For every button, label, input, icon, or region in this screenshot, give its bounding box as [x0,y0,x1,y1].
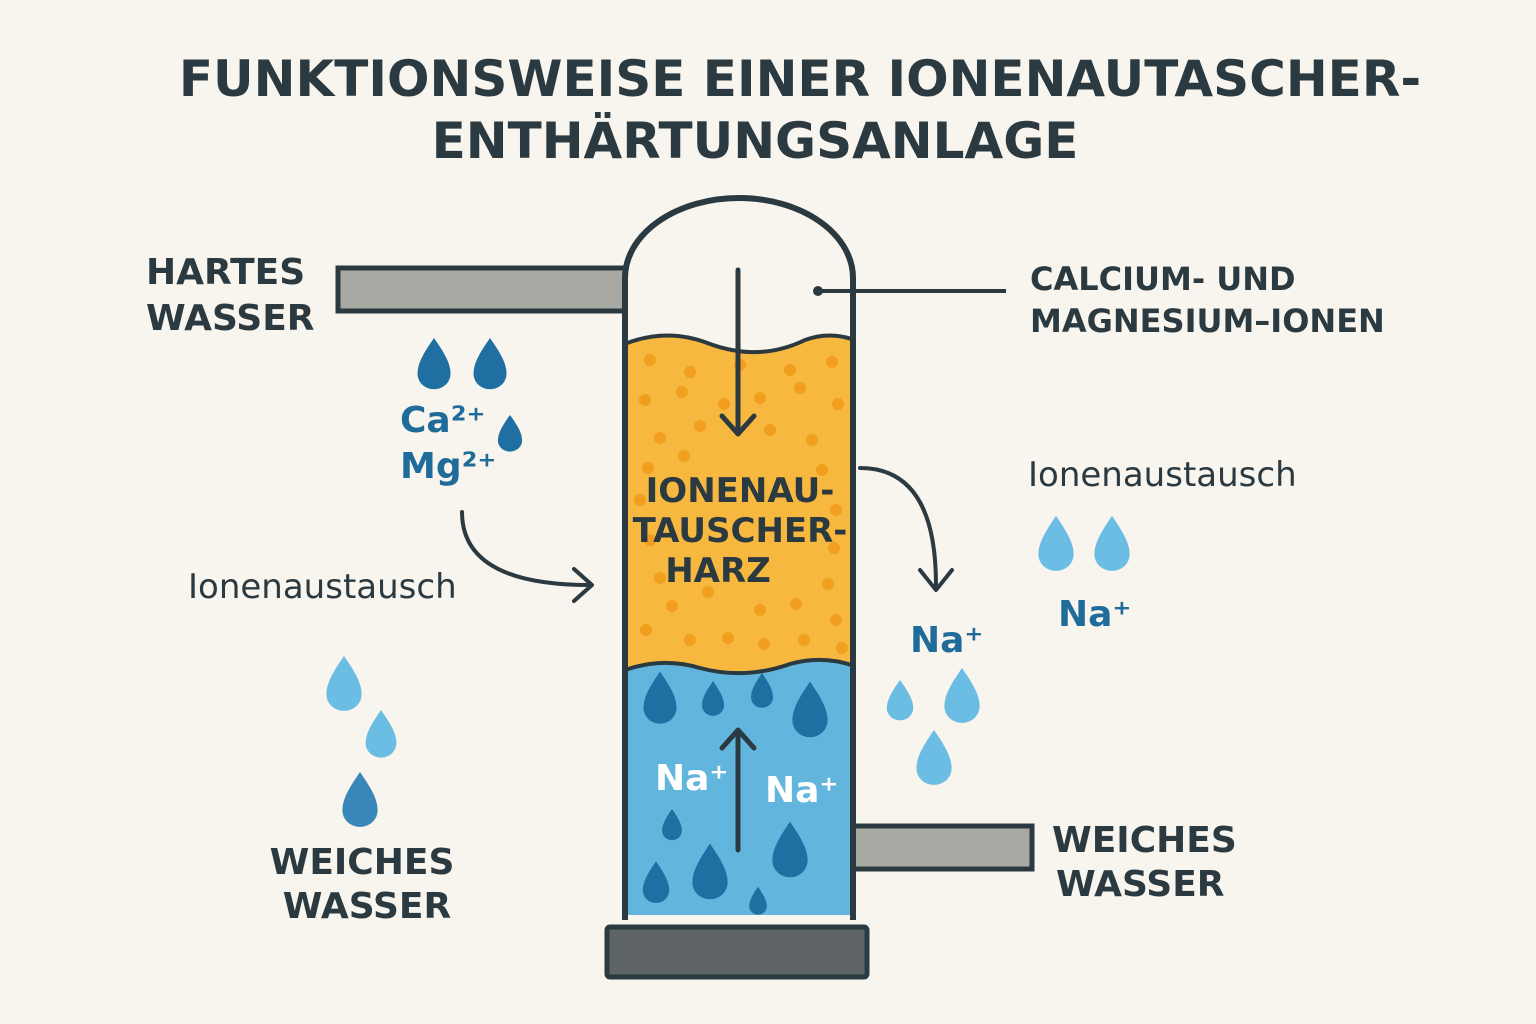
resin-bead [654,432,666,444]
resin-bead [828,542,840,554]
downflow-arrow-head [719,413,757,437]
right-exchange-label: Ionenaustausch [1028,455,1297,495]
resin-bead [784,364,796,376]
resin-beads [634,354,848,654]
title-line-2: ENTHÄRTUNGSANLAGE [432,112,1079,170]
resin-bead [666,600,678,612]
left-exchange-arrow [460,510,592,587]
calcium-magnesium-label-line-1: CALCIUM- UND [1030,260,1296,298]
left-exchange-arrow-head [572,567,594,603]
resin-bead [794,382,806,394]
tank-base [604,924,870,980]
resin-label-line-2: TAUSCHER- [633,511,848,551]
resin-bead [754,392,766,404]
soft-water-left-label-line-1: WEICHES [270,842,455,883]
magnesium-ion: Mg²⁺ [400,446,496,487]
resin-bead [684,634,696,646]
resin-bead [816,464,828,476]
outlet-pipe [849,823,1035,872]
resin-label-line-3: HARZ [665,551,771,591]
tank-outline [622,195,856,920]
na-ion-right-far: Na⁺ [1058,594,1131,635]
resin-bead [694,420,706,432]
resin-bead [644,534,656,546]
resin-bead [790,598,802,610]
left-exchange-label: Ionenaustausch [188,567,457,607]
pointer-dot [813,286,823,296]
resin-bead [836,642,848,654]
tank-interior [625,198,853,915]
hard-water-label-line-1: HARTES [146,252,305,293]
hard-water-label-line-2: WASSER [146,298,315,339]
na-ion-right-near: Na⁺ [910,620,983,661]
resin-bead [676,386,688,398]
resin-bottom-line [625,657,853,676]
soft-water-outlet-label-line-1: WEICHES [1052,820,1237,861]
inlet-pipe [335,265,631,314]
resin-layer [625,335,853,680]
soft-water-drops-left [326,656,397,827]
resin-bead [678,450,690,462]
resin-bead [639,394,651,406]
resin-bead [702,586,714,598]
resin-bead [830,504,842,516]
resin-bead [642,462,654,474]
na-ion-inside-left: Na⁺ [655,758,728,799]
resin-top-line [625,333,853,355]
resin-bead [718,398,730,410]
resin-bead [832,398,844,410]
resin-bead [822,578,834,590]
right-exchange-arrow-head [918,568,954,592]
resin-bead [722,632,734,644]
soft-water-left-label-line-2: WASSER [283,886,452,927]
resin-bead [634,494,646,506]
upflow-arrow-head [719,727,757,751]
na-ion-inside-right: Na⁺ [765,770,838,811]
na-drops-right-far [1038,516,1130,571]
resin-bead [758,638,770,650]
resin-bead [830,614,842,626]
resin-bead [754,604,766,616]
resin-bead [640,624,652,636]
resin-bead [764,424,776,436]
na-drops-right-near [886,668,980,785]
soft-water-outlet-label-line-2: WASSER [1056,864,1225,905]
resin-bead [826,356,838,368]
resin-bead [644,354,656,366]
resin-bead [798,634,810,646]
title-line-1: FUNKTIONSWEISE EINER IONENAUTASCHER- [179,50,1421,108]
right-exchange-arrow [858,466,938,587]
resin-label-line-1: IONENAU- [646,471,835,511]
calcium-ion: Ca²⁺ [400,400,485,441]
resin-bead [654,572,666,584]
resin-bead [684,366,696,378]
resin-bead [806,434,818,446]
calcium-magnesium-label-line-2: MAGNESIUM–IONEN [1030,302,1385,340]
